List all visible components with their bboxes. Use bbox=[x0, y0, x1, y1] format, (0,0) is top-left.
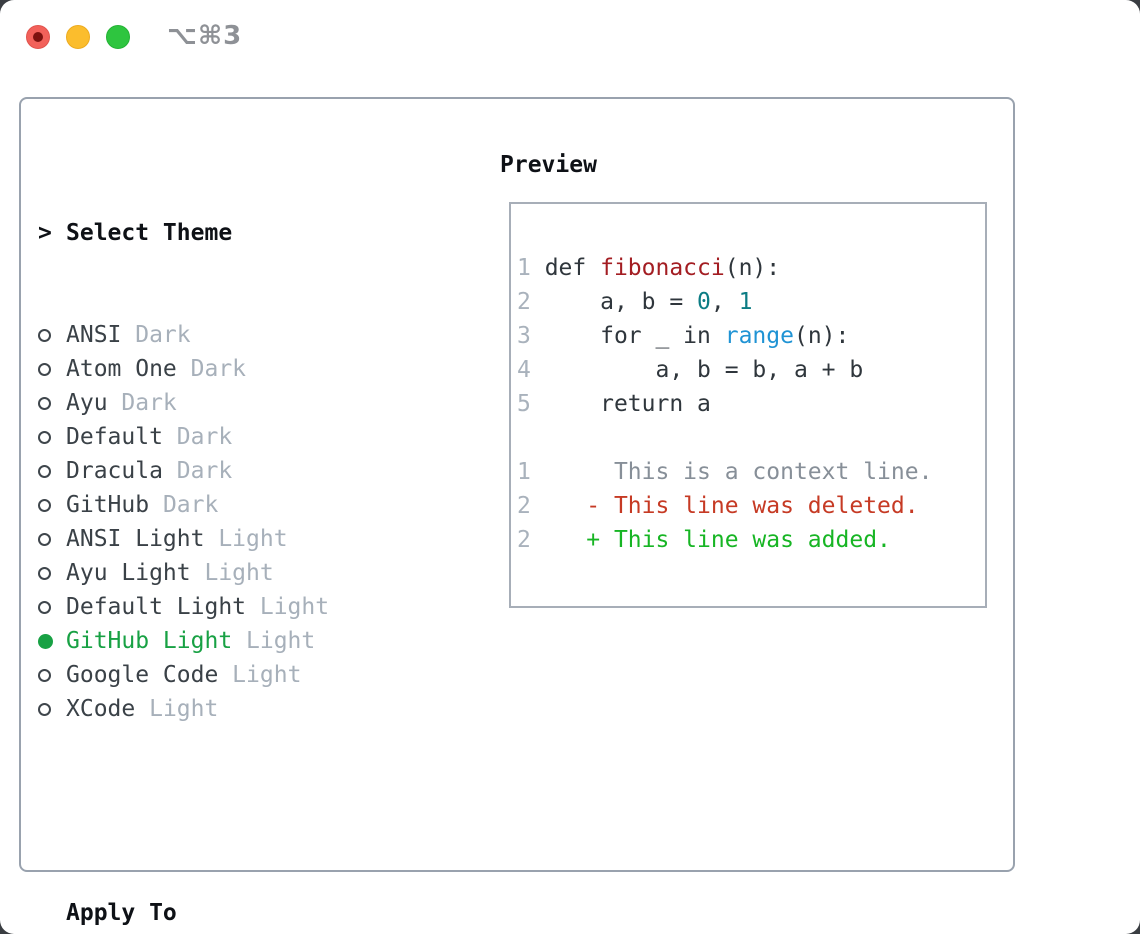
theme-option-google-code[interactable]: Google Code Light bbox=[38, 658, 426, 692]
select-theme-header: > Select Theme bbox=[38, 216, 426, 250]
radio-unselected-icon bbox=[38, 362, 51, 376]
radio-unselected-icon bbox=[38, 668, 51, 682]
theme-variant: Light bbox=[218, 662, 302, 688]
theme-option-github[interactable]: GitHub Dark bbox=[38, 488, 426, 522]
code-line-2: 2 a, b = 0, 1 bbox=[517, 289, 753, 315]
theme-variant: Dark bbox=[121, 322, 191, 348]
radio-selected-icon bbox=[38, 633, 53, 649]
window-title: ⌥⌘3 bbox=[167, 21, 243, 51]
diff-added-line: 2 + This line was added. bbox=[517, 527, 891, 553]
theme-variant: Dark bbox=[149, 492, 219, 518]
theme-name: ANSI Light bbox=[66, 526, 205, 552]
radio-unselected-icon bbox=[38, 498, 51, 512]
preview-title: Preview bbox=[500, 152, 597, 178]
radio-unselected-icon bbox=[38, 702, 51, 716]
theme-name: Dracula bbox=[66, 458, 163, 484]
code-line-5: 5 return a bbox=[517, 391, 711, 417]
theme-name: GitHub Light bbox=[66, 628, 233, 654]
theme-name: Ayu bbox=[66, 390, 108, 416]
radio-unselected-icon bbox=[38, 396, 51, 410]
preview-box: 1 def fibonacci(n): 2 a, b = 0, 1 3 for _ … bbox=[509, 202, 987, 608]
theme-name: Default bbox=[66, 424, 163, 450]
code-line-4: 4 a, b = b, a + b bbox=[517, 357, 864, 383]
apply-to-header-row: Apply To bbox=[38, 896, 426, 930]
theme-variant: Dark bbox=[162, 458, 233, 484]
theme-name: Default Light bbox=[66, 594, 247, 620]
theme-name: Atom One bbox=[66, 356, 177, 382]
theme-option-ansi[interactable]: ANSI Dark bbox=[38, 318, 426, 352]
apply-to-title: Apply To bbox=[66, 900, 177, 926]
theme-name: ANSI bbox=[66, 322, 122, 348]
radio-unselected-icon bbox=[38, 430, 51, 444]
blank-line bbox=[517, 421, 985, 455]
code-line-3: 3 for _ in range(n): bbox=[517, 323, 850, 349]
theme-option-xcode[interactable]: XCode Light bbox=[38, 692, 426, 726]
theme-option-ayu-light[interactable]: Ayu Light Light bbox=[38, 556, 426, 590]
code-line-1: 1 def fibonacci(n): bbox=[517, 255, 781, 281]
theme-name: Ayu Light bbox=[66, 560, 191, 586]
theme-name: XCode bbox=[66, 696, 136, 722]
theme-option-github-light[interactable]: GitHub Light Light bbox=[38, 624, 426, 658]
theme-variant: Light bbox=[135, 696, 219, 722]
theme-variant: Dark bbox=[162, 424, 233, 450]
radio-unselected-icon bbox=[38, 464, 51, 478]
theme-variant: Dark bbox=[176, 356, 247, 382]
spacer-row bbox=[38, 794, 426, 828]
theme-variant: Light bbox=[232, 628, 316, 654]
radio-unselected-icon bbox=[38, 566, 51, 580]
diff-context-line: 1 This is a context line. bbox=[517, 459, 933, 485]
radio-unselected-icon bbox=[38, 532, 51, 546]
close-button[interactable] bbox=[26, 25, 50, 49]
select-theme-title: Select Theme bbox=[66, 220, 233, 246]
titlebar: ⌥⌘3 bbox=[0, 0, 1140, 74]
theme-option-ansi-light[interactable]: ANSI Light Light bbox=[38, 522, 426, 556]
minimize-button[interactable] bbox=[66, 25, 90, 49]
radio-unselected-icon bbox=[38, 328, 51, 342]
theme-option-ayu[interactable]: Ayu Dark bbox=[38, 386, 426, 420]
close-dot-icon bbox=[33, 32, 43, 42]
theme-option-default-light[interactable]: Default Light Light bbox=[38, 590, 426, 624]
theme-name: GitHub bbox=[66, 492, 150, 518]
theme-name: Google Code bbox=[66, 662, 219, 688]
cursor-marker: > bbox=[38, 216, 66, 250]
zoom-button[interactable] bbox=[106, 25, 130, 49]
theme-variant: Light bbox=[190, 560, 274, 586]
theme-variant: Light bbox=[246, 594, 330, 620]
theme-variant: Light bbox=[204, 526, 288, 552]
code-preview: 1 def fibonacci(n): 2 a, b = 0, 1 3 for _ … bbox=[511, 204, 985, 557]
cursor-icon: > bbox=[38, 220, 52, 246]
radio-unselected-icon bbox=[38, 600, 51, 614]
theme-variant: Dark bbox=[107, 390, 177, 416]
theme-option-atom-one[interactable]: Atom One Dark bbox=[38, 352, 426, 386]
theme-option-dracula[interactable]: Dracula Dark bbox=[38, 454, 426, 488]
diff-deleted-line: 2 - This line was deleted. bbox=[517, 493, 919, 519]
theme-option-default[interactable]: Default Dark bbox=[38, 420, 426, 454]
